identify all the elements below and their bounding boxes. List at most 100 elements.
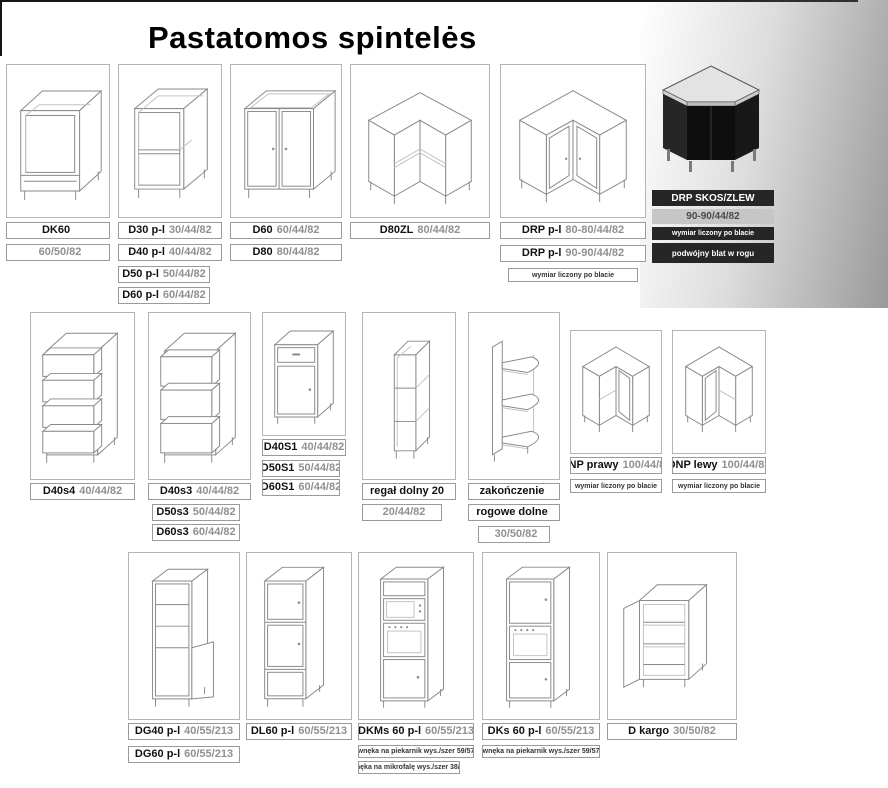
d40s1-drawing-box [262,312,346,436]
dkargo-cabinet-drawing [623,583,708,688]
label-name: DNP lewy [672,459,718,471]
dl60-cabinet-drawing [263,566,325,707]
label-dim: 40/55/213 [184,725,234,737]
label-name: DKs 60 p-l [487,725,542,737]
d40s1-label: D40S1 40/44/82 [262,439,346,456]
drpskos-cabinet-photo [661,65,761,172]
label-dim: 80/44/82 [417,224,461,236]
label-name: DNP prawy [570,459,619,471]
label-dim: 60/55/213 [425,725,474,737]
d40s1-cabinet-drawing [273,329,335,424]
dg40-drawing-box [128,552,240,720]
dkargo-drawing-box [607,552,737,720]
label-dim: 100/44/82 [622,459,661,471]
label-name: regał dolny 20 [370,485,444,497]
label-dim: 60/44/82 [162,289,206,301]
drpskos-dim-bar: 90-90/44/82 [652,209,774,224]
dnp-prawy-note: wymiar liczony po blacie [570,479,662,493]
drp-90-label: DRP p-l 90-90/44/82 [500,245,646,262]
label-name: D50s3 [156,506,189,518]
dks-drawing-box [482,552,600,720]
label-name: D80 [252,246,273,258]
dg40-cabinet-drawing [151,568,214,707]
label-dim: 60/50/82 [38,246,82,258]
label-dim: 30/50/82 [494,528,538,540]
label-dim: 40/44/82 [168,246,212,258]
label-dim: 80-80/44/82 [565,224,625,236]
drpskos-title-bar: DRP SKOS/ZLEW [652,190,774,206]
label-dim: 30/44/82 [168,224,212,236]
dk60-cabinet-drawing [19,89,103,200]
label-dim: 80/44/82 [276,246,320,258]
dks-label: DKs 60 p-l 60/55/213 [482,723,600,740]
label-name: rogowe dolne [476,506,548,518]
dg40-label: DG40 p-l 40/55/213 [128,723,240,740]
drpskos-note1-bar: wymiar liczony po blacie [652,227,774,240]
d40s3-drawing-box [148,312,251,480]
dk60-dim-label: 60/50/82 [6,244,110,261]
label-name: DG40 p-l [134,725,181,737]
dnp-lewy-drawing-box [672,330,766,454]
d80zl-cabinet-drawing [367,92,473,205]
d40s4-cabinet-drawing [41,332,119,463]
drpskos-note2-bar: podwójny blat w rogu [652,243,774,263]
d30-cabinet-drawing [133,87,209,198]
zak-dim-label: 30/50/82 [478,526,550,543]
label-dim: 60/44/82 [192,526,236,538]
label-name: zakończenie [479,485,545,497]
label-dim: 50/44/82 [162,268,206,280]
dkms-note-oven: wnęka na piekarnik wys./szer 59/57 [358,745,474,758]
label-dim: 30/50/82 [673,725,716,737]
dk60-drawing-box [6,64,110,218]
label-dim: 60/55/213 [298,725,348,737]
d60-drawing-box [230,64,342,218]
label-name: D50 p-l [122,268,159,280]
dnp-prawy-label: DNP prawy 100/44/82 [570,457,662,474]
label-name: DL60 p-l [250,725,295,737]
d60-cabinet-drawing [243,89,337,198]
label-dim: 40/44/82 [301,441,345,453]
label-name: D80ZL [379,224,414,236]
label-name: DG60 p-l [134,748,181,760]
label-name: D40S1 [263,441,298,453]
dks-note-oven: wnęka na piekarnik wys./szer 59/57 [482,745,600,758]
scan-edge-top [0,0,858,2]
d60-label: D60 60/44/82 [230,222,342,239]
drp-note: wymiar liczony po blacie [508,268,638,282]
dk60-label: DK60 [6,222,110,239]
label-dim: 90-90/44/82 [565,247,625,259]
d40s3-cabinet-drawing [159,332,237,463]
label-dim: 60/44/82 [298,481,340,493]
dnp-prawy-cabinet-drawing [581,346,651,433]
d30-drawing-box [118,64,222,218]
dkms-cabinet-drawing [379,566,445,708]
d30-label: D30 p-l 30/44/82 [118,222,222,239]
label-dim: 60/44/82 [276,224,320,236]
d40s4-drawing-box [30,312,135,480]
drp-cabinet-drawing [518,90,628,203]
d40s4-label: D40s4 40/44/82 [30,483,135,500]
label-dim: 60/55/213 [545,725,595,737]
drp-80-label: DRP p-l 80-80/44/82 [500,222,646,239]
d50s3-label: D50s3 50/44/82 [152,504,240,521]
dnp-lewy-cabinet-drawing [684,346,754,433]
label-dim: 50/44/82 [192,506,236,518]
scan-edge-left [0,0,2,56]
regal-drawing-box [362,312,456,480]
dnp-prawy-drawing-box [570,330,662,454]
d50-label: D50 p-l 50/44/82 [118,266,210,283]
d80-label: D80 80/44/82 [230,244,342,261]
label-dim: 100/44/82 [721,459,766,471]
label-name: DKMs 60 p-l [358,725,422,737]
label-name: D60 p-l [122,289,159,301]
label-dim: 60/55/213 [184,748,234,760]
drp-drawing-box [500,64,646,218]
label-name: D40s3 [159,485,193,497]
label-name: D50S1 [262,462,295,474]
label-dim: 40/44/82 [79,485,123,497]
d80zl-label: D80ZL 80/44/82 [350,222,490,239]
d50s1-label: D50S1 50/44/82 [262,460,340,477]
dl60-drawing-box [246,552,352,720]
d60pl-label: D60 p-l 60/44/82 [118,287,210,304]
